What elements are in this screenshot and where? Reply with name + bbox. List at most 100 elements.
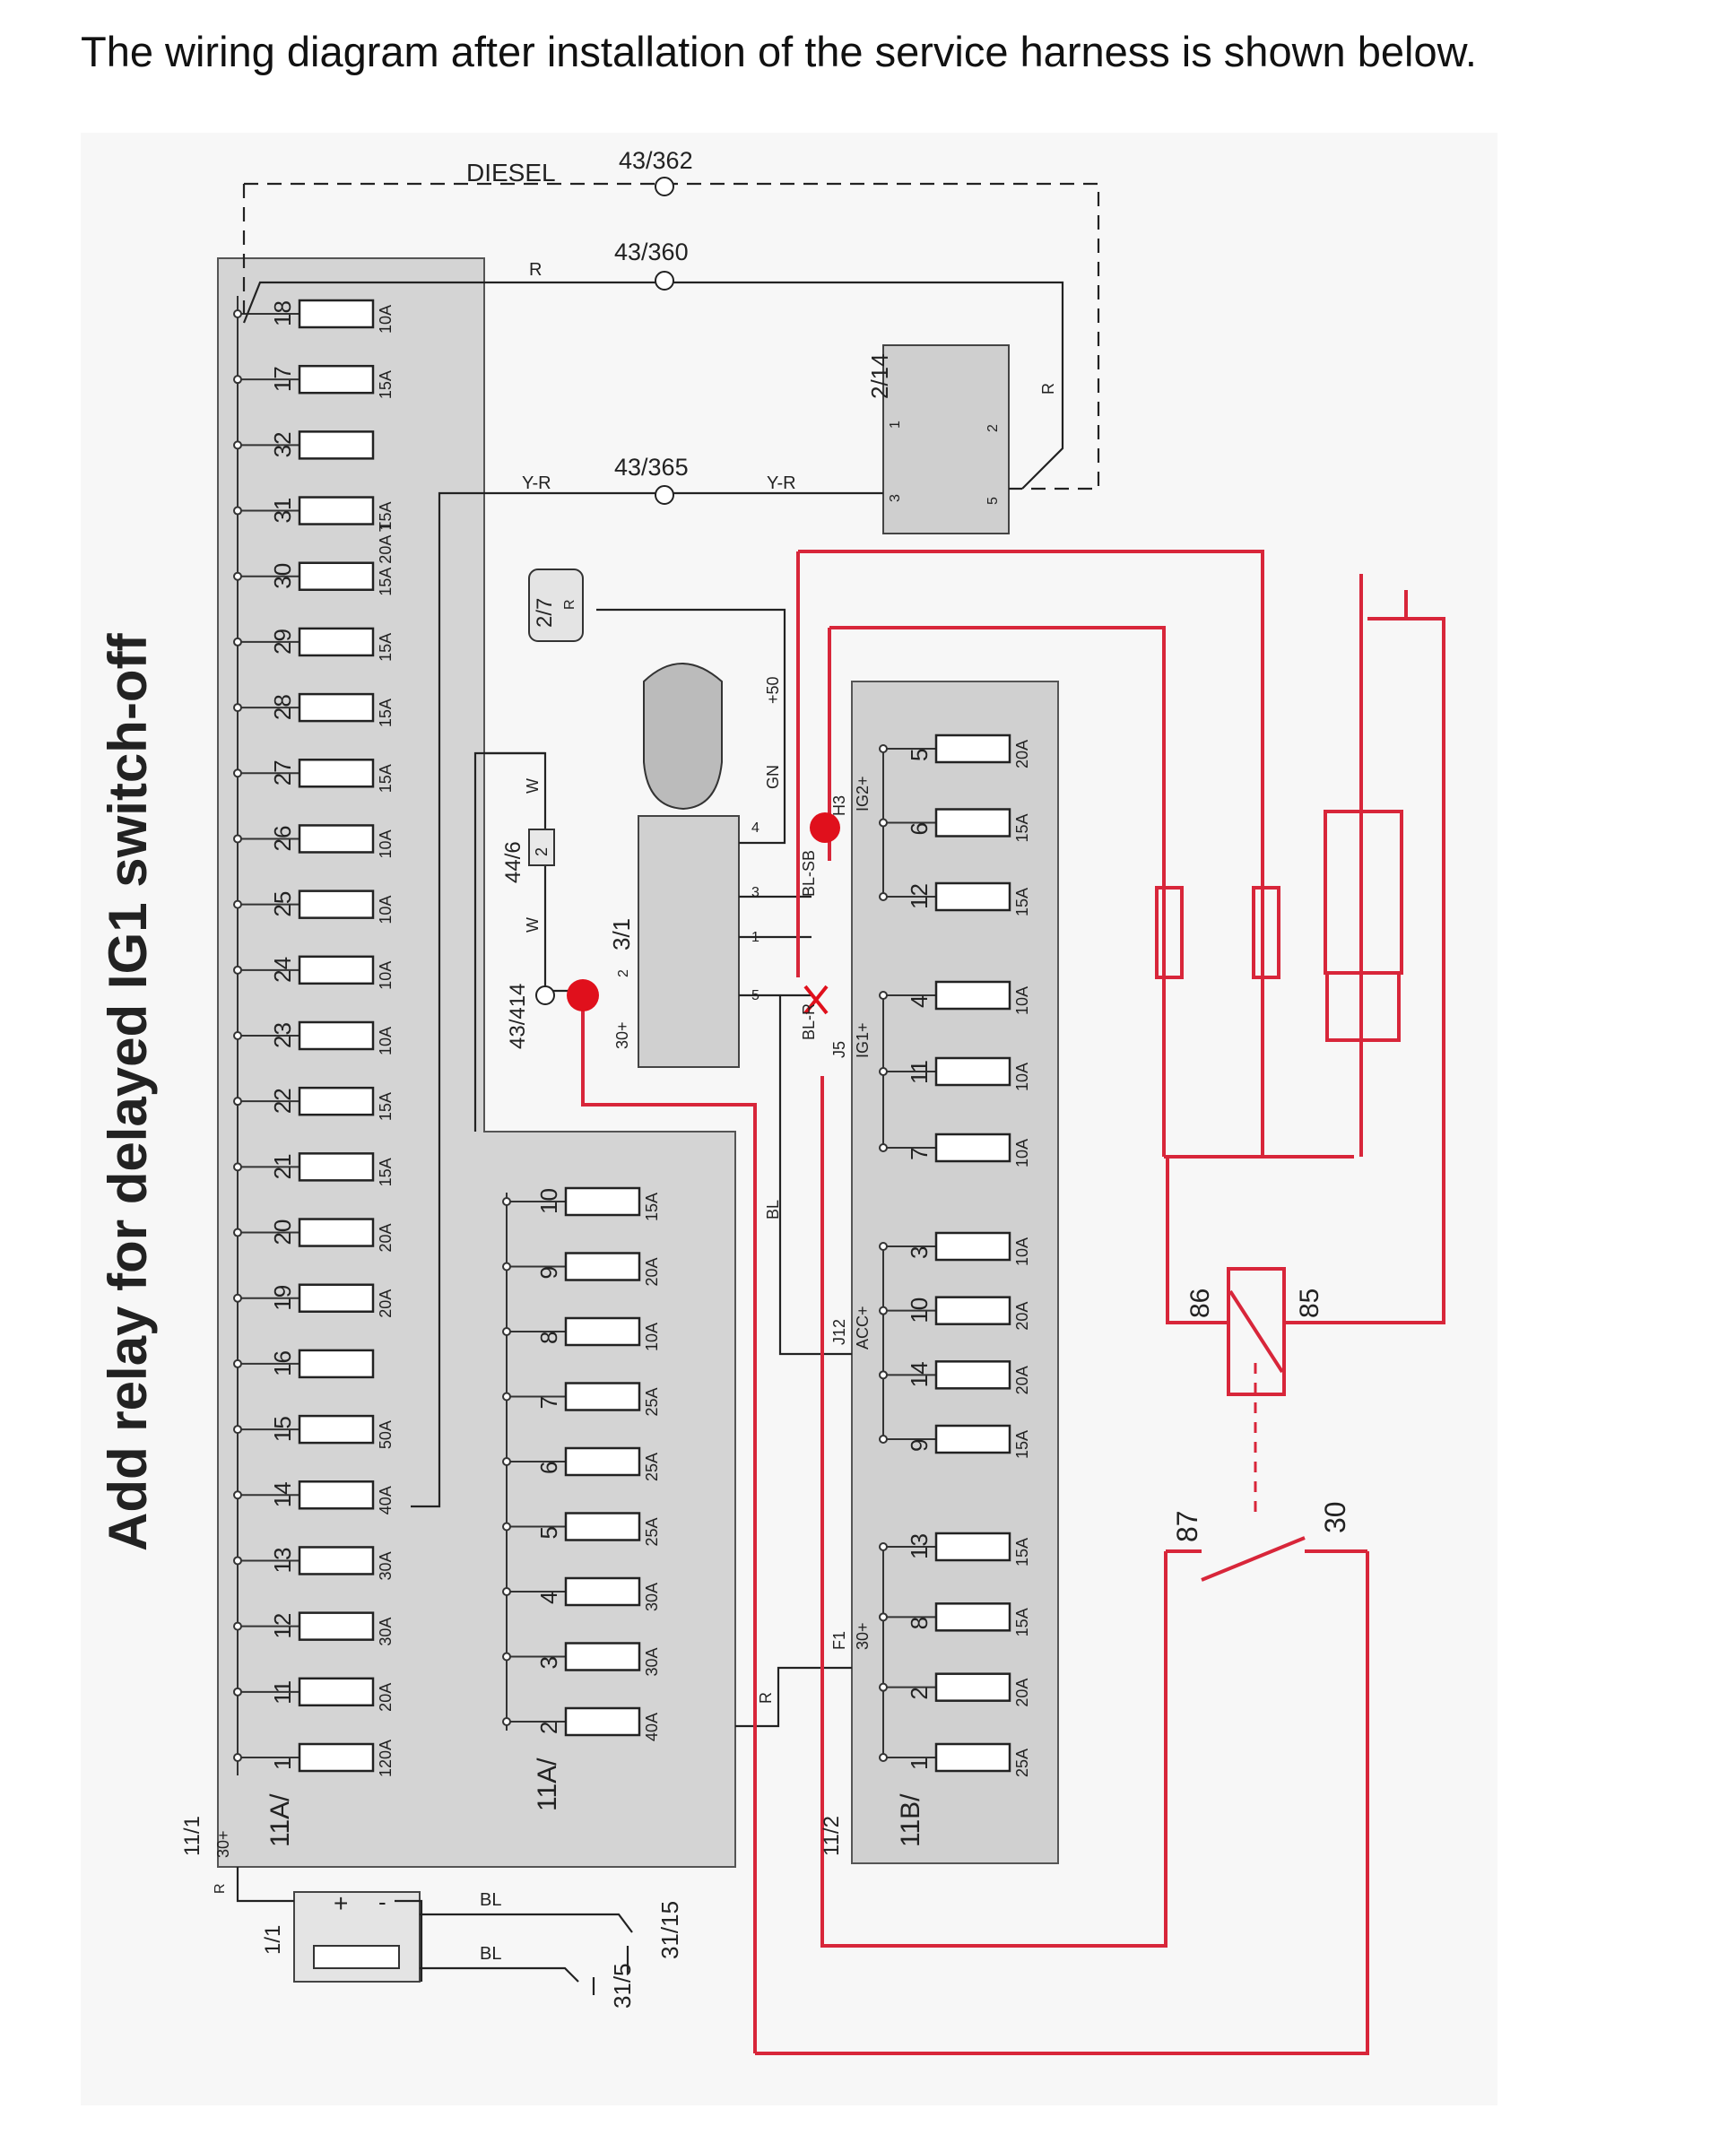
splice-365-label: 43/365	[614, 454, 689, 481]
fuse-body	[298, 1152, 375, 1182]
red-cut-mark	[803, 985, 829, 1015]
fuse-rating: 10A	[377, 305, 395, 334]
battery-wire-upper: BL	[480, 1890, 501, 1910]
fuse-11b-7: 7 10A	[879, 1133, 1031, 1167]
fuse-number: 12	[906, 883, 933, 909]
battery-plus: +	[334, 1889, 348, 1917]
fuse-number: 15	[269, 1416, 296, 1442]
red-component-base	[1325, 971, 1401, 1042]
fuse-11a-15: 15 50A	[233, 1414, 395, 1449]
fuse-number: 2	[535, 1722, 562, 1734]
battery-minus: -	[378, 1888, 386, 1915]
fuse-rating: 15A	[377, 633, 395, 662]
relay-pin-87: 87	[1171, 1510, 1203, 1542]
fuse-body	[298, 299, 375, 329]
fuse-11a-29: 29 15A	[233, 627, 395, 662]
fuse-11a-mid-10: 10 15A	[502, 1186, 661, 1221]
fuse-body	[564, 1252, 641, 1281]
fuse-body	[934, 1424, 1011, 1454]
fuse-number: 24	[269, 957, 296, 983]
fuse-body	[298, 1742, 375, 1773]
fuse-body	[934, 1133, 1011, 1163]
fuse-body	[934, 1231, 1011, 1262]
wire-yr-right-label: Y-R	[767, 473, 796, 493]
fuse-11a-mid-7: 7 25A	[502, 1382, 661, 1417]
fuse-11a-16: 16	[233, 1349, 375, 1379]
fuse-box-11b-outline	[851, 681, 1059, 1864]
fuse-body	[934, 1532, 1011, 1562]
fuse-number: 10	[535, 1188, 562, 1214]
fuse-rating: 10A	[1013, 1139, 1031, 1167]
group-ig2-pin: H3	[830, 795, 848, 816]
fuse-number: 7	[906, 1148, 933, 1160]
fuse-body	[564, 1512, 641, 1541]
fuse-rating: 15A	[377, 699, 395, 727]
fuse-rating: 20A	[1013, 1366, 1031, 1394]
fuse-body	[298, 1611, 375, 1641]
red-splice-h3	[810, 812, 840, 843]
fuse-number: 25	[269, 891, 296, 917]
conn-27-box	[528, 568, 584, 642]
fuse-body	[298, 1218, 375, 1247]
conn-446-pin: 2	[533, 847, 551, 856]
fuse-rating: 25A	[643, 1517, 661, 1546]
wire-blsb-label: BL-SB	[800, 850, 818, 897]
fuse-body	[934, 1742, 1011, 1773]
group-acc-pin: J12	[830, 1319, 848, 1345]
fuse-11b-4: 4 10A	[879, 980, 1031, 1015]
fuse-rating: 10A	[1013, 1237, 1031, 1266]
fuse-rating: 15A	[643, 1193, 661, 1221]
supply-30plus-label: 30+	[214, 1830, 232, 1858]
switch-31-label: 3/1	[608, 918, 635, 950]
relay-pin-86: 86	[1185, 1289, 1215, 1318]
fuse-rating: 20A	[1013, 740, 1031, 768]
fuse-body	[298, 1414, 375, 1445]
fuse-body	[298, 1480, 375, 1510]
ground-3115-label: 31/15	[656, 1901, 683, 1959]
fuse-body	[934, 1056, 1011, 1087]
fuse-body	[298, 430, 375, 460]
fuse-body	[298, 759, 375, 788]
fuse-number: 27	[269, 759, 296, 785]
fuse-number: 6	[906, 822, 933, 835]
splice-360-label: 43/360	[614, 239, 689, 265]
switch-supply-label: 30+	[613, 1021, 631, 1049]
fuse-rating: 15A	[1013, 888, 1031, 916]
fuse-number: 3	[535, 1656, 562, 1669]
fuse-number: 7	[535, 1396, 562, 1409]
fuse-body	[934, 881, 1011, 912]
fuse-body	[298, 1283, 375, 1313]
relay-pin-30: 30	[1319, 1501, 1351, 1533]
fuse-rating: 15A	[377, 1158, 395, 1186]
fuse-rating: 50A	[377, 1420, 395, 1449]
group-ig2-label: IG2+	[854, 776, 872, 811]
fuse-rating: 30A	[377, 1618, 395, 1646]
wire-r-mid-label: R	[757, 1692, 775, 1704]
conn-27-label: 2/7	[533, 598, 557, 628]
fuse-rating: 10A	[377, 896, 395, 924]
battery-wire-lower: BL	[480, 1944, 501, 1964]
red-fuse-1	[1155, 886, 1184, 979]
fuse-body	[298, 955, 375, 985]
fuse-rating: 25A	[643, 1387, 661, 1416]
fuse-number: 23	[269, 1022, 296, 1048]
fuse-number: 29	[269, 629, 296, 655]
fuse-rating: 10A	[1013, 986, 1031, 1015]
fuse-number: 4	[906, 995, 933, 1008]
